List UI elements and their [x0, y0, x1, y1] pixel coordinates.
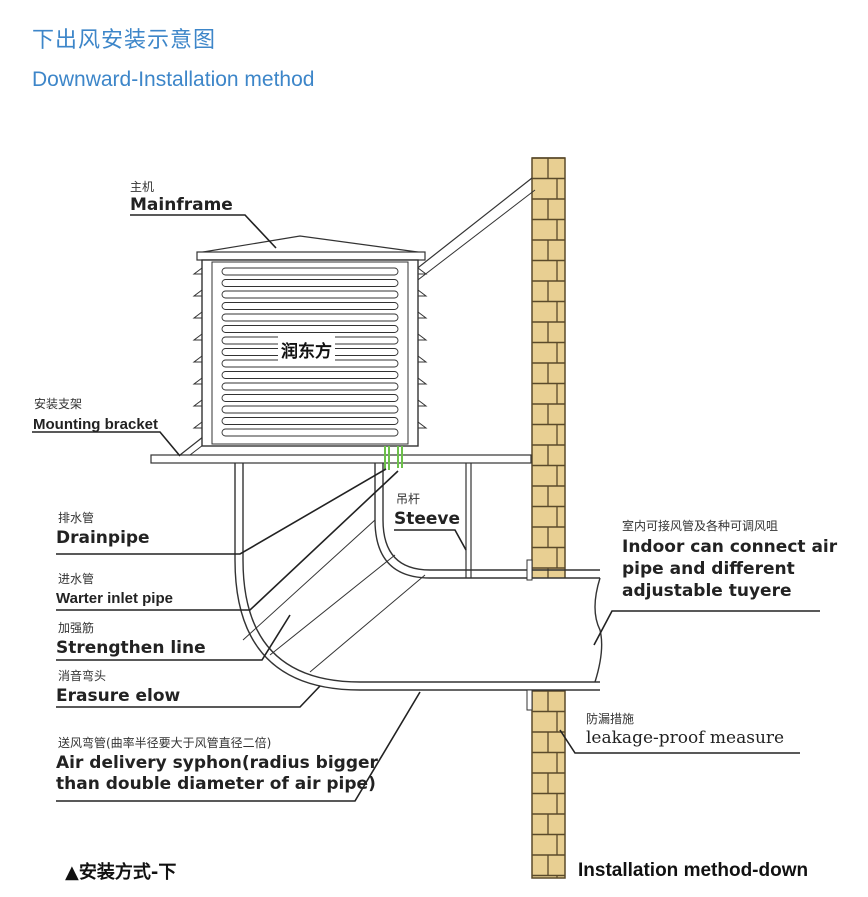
leakage-proof-plate	[526, 559, 533, 581]
indoor-label-en-2: pipe and different	[622, 559, 795, 579]
brand-logo-text: 润东方	[278, 336, 335, 363]
inlet-pipe-label-en: Warter inlet pipe	[56, 590, 173, 607]
mounting-bracket	[150, 454, 532, 464]
air-delivery-elbow	[234, 463, 603, 691]
leakage-label-cn: 防漏措施	[586, 712, 635, 726]
strengthen-line-label-cn: 加强筋	[58, 621, 95, 635]
leakage-label-en: leakage-proof measure	[586, 728, 785, 748]
strengthen-line-label-en: Strengthen line	[56, 638, 206, 658]
erasure-elow-label-cn: 消音弯头	[58, 669, 107, 683]
indoor-label-en-1: Indoor can connect air	[622, 537, 838, 557]
drainpipe-label-cn: 排水管	[58, 511, 95, 525]
mainframe-label-cn: 主机	[130, 180, 155, 194]
footer-caption-cn: ▲安装方式-下	[65, 862, 177, 883]
diagram-title-en: Downward-Installation method	[32, 68, 315, 91]
mounting-bracket-label-en: Mounting bracket	[33, 416, 159, 433]
steeve-label-en: Steeve	[394, 509, 461, 529]
indoor-label-en-3: adjustable tuyere	[622, 581, 792, 601]
air-syphon-label-en-2: than double diameter of air pipe)	[56, 774, 376, 794]
mainframe-label-en: Mainframe	[130, 195, 233, 215]
leakage-proof-plate-lower	[526, 689, 533, 711]
steeve-rod	[465, 463, 472, 578]
inlet-pipe-label-cn: 进水管	[58, 572, 95, 586]
indoor-label-cn: 室内可接风管及各种可调风咀	[622, 519, 779, 533]
air-syphon-label-en-1: Air delivery syphon(radius bigger	[56, 753, 378, 773]
leader-lines	[32, 214, 820, 802]
steeve-label-cn: 吊杆	[396, 492, 421, 506]
mounting-bracket-label-cn: 安装支架	[34, 397, 83, 411]
erasure-elow-label-en: Erasure elow	[56, 686, 181, 706]
footer-caption-en: Installation method-down	[578, 860, 809, 881]
water-pipes	[384, 446, 403, 470]
drainpipe-label-en: Drainpipe	[56, 528, 150, 548]
diagram-title-cn: 下出风安装示意图	[32, 28, 217, 53]
brick-wall	[531, 157, 566, 879]
air-syphon-label-cn: 送风弯管(曲率半径要大于风管直径二倍)	[58, 736, 272, 750]
